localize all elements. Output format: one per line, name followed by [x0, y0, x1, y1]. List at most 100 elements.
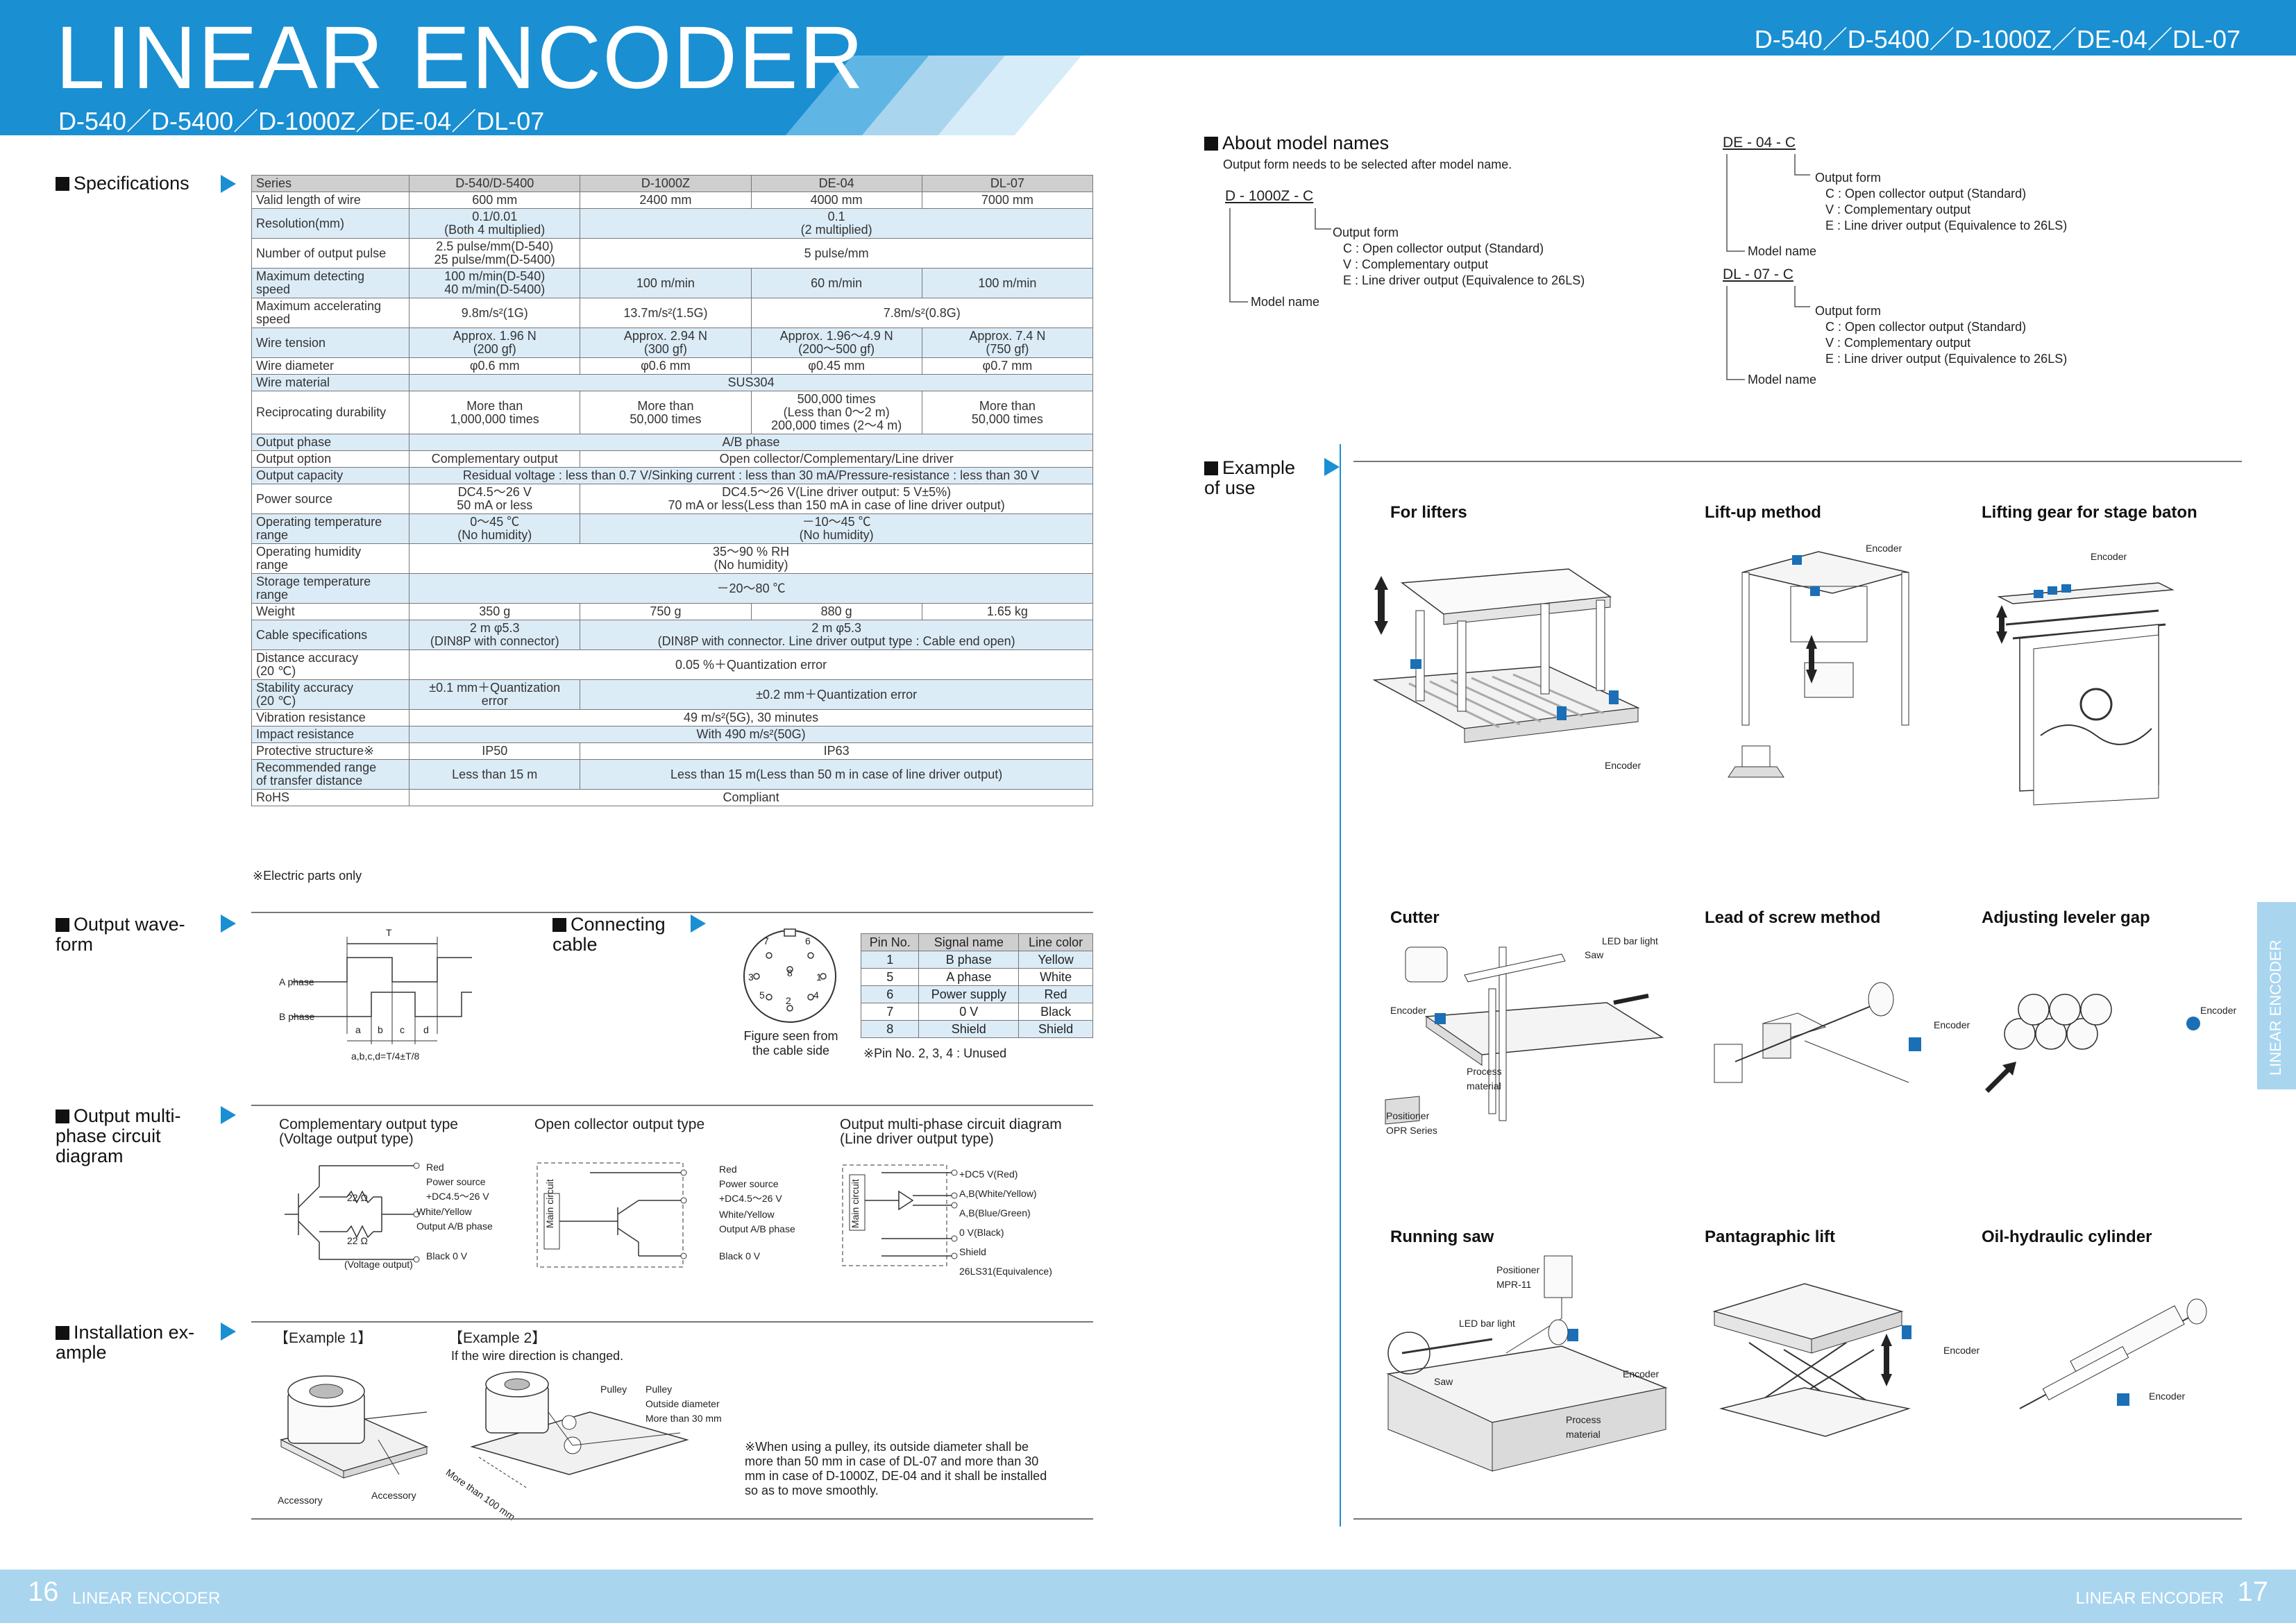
d1000z-model-name: Model name [1251, 295, 1320, 309]
table-row: Output option Complementary output Open … [251, 450, 1093, 468]
waveform-t-label: T [386, 927, 392, 938]
oc-main-circuit-label: Main circuit [544, 1179, 555, 1228]
page-number-left: 16 [28, 1577, 59, 1607]
waveform-seg-c: c [400, 1024, 405, 1035]
waveform-b-phase: B phase [279, 1011, 315, 1022]
pin-label: 7 [763, 935, 769, 946]
encoder-label: Encoder [1390, 1005, 1427, 1016]
specifications-table: Series D-540/D-5400 D-1000Z DE-04 DL-07 … [251, 175, 1094, 806]
de04-option-e: E : Line driver output (Equivalence to 2… [1825, 219, 2068, 232]
table-row: Number of output pulse 2.5 pulse/mm(D-54… [251, 238, 1093, 269]
table-row: RoHS Compliant [251, 789, 1093, 806]
section-rule [251, 1321, 1093, 1323]
led-bar-light-label: LED bar light [1459, 1318, 1515, 1329]
accessory-label-1: Accessory [278, 1495, 323, 1506]
illustration-saw [1386, 1255, 1668, 1472]
pulley-label-1: Pulley [600, 1384, 627, 1395]
waveform-formula: a,b,c,d=T/4±T/8 [351, 1051, 420, 1062]
de04-option-c: C : Open collector output (Standard) [1825, 187, 2027, 201]
table-row: Resolution(mm) 0.1/0.01 (Both 4 multipli… [251, 208, 1093, 239]
table-row: Protective structure※ IP50 IP63 [251, 742, 1093, 760]
table-row: Output phase A/B phase [251, 434, 1093, 451]
comp-r1-label: 22 Ω [347, 1192, 368, 1203]
table-row: Power source DC4.5～26 V 50 mA or less DC… [251, 484, 1093, 514]
table-row: Maximum detecting speed 100 m/min(D-540)… [251, 268, 1094, 298]
pin-unused-note: ※Pin No. 2, 3, 4 : Unused [863, 1046, 1007, 1060]
section-arrow [691, 915, 706, 933]
oc-wy-label: White/Yellow Output A/B phase [719, 1209, 795, 1234]
dl07-output-form: Output form [1815, 304, 1882, 318]
pin-label: 2 [786, 995, 791, 1006]
section-rule [251, 1105, 1093, 1106]
table-row: Recommended range of transfer distance L… [251, 759, 1093, 790]
illustration-stage [1996, 582, 2175, 806]
pin-label: 1 [816, 971, 822, 983]
section-about-model-names: About model names [1204, 133, 1389, 153]
illustration-leveler [1985, 994, 2200, 1093]
comp-black-label: Black 0 V [426, 1250, 468, 1261]
header-right-band [937, 56, 2296, 135]
encoder-label: Encoder [2091, 551, 2127, 562]
model-names-note: Output form needs to be selected after m… [1223, 158, 1512, 171]
model-code-dl07: DL - 07 - C [1723, 266, 1793, 282]
section-arrow [221, 1106, 236, 1124]
ld-line-0v: 0 V(Black) [959, 1227, 1004, 1238]
example-title-oil: Oil-hydraulic cylinder [1982, 1227, 2152, 1246]
example-title-liftup: Lift-up method [1705, 503, 1821, 522]
open-collector-circuit [537, 1162, 687, 1268]
process-material-label: Process material [1467, 1066, 1502, 1091]
footer-title-right: LINEAR ENCODER [2075, 1589, 2224, 1608]
model-code-de04: DE - 04 - C [1723, 135, 1796, 151]
oc-black-label: Black 0 V [719, 1250, 761, 1261]
example-title-panto: Pantagraphic lift [1705, 1227, 1836, 1246]
page-header: LINEAR ENCODER D-540／D-5400／D-1000Z／DE-0… [0, 0, 2296, 135]
table-row: Maximum accelerating speed 9.8m/s²(1G) 1… [251, 298, 1094, 328]
page-footer: 16 LINEAR ENCODER LINEAR ENCODER 17 [0, 1570, 2296, 1623]
section-output-waveform: Output wave- form [56, 914, 185, 955]
ld-line-ab-bg: A,B(Blue/Green) [959, 1207, 1031, 1218]
encoder-label: Encoder [1605, 760, 1641, 771]
circuit-oc-title: Open collector output type [534, 1116, 705, 1132]
table-row: Operating temperature range 0～45 ℃ (No h… [251, 513, 1093, 544]
illustration-oil [2019, 1298, 2207, 1409]
table-row: Stability accuracy (20 ℃) ±0.1 mm＋Quanti… [251, 679, 1093, 710]
comp-voltage-label: (Voltage output) [344, 1259, 413, 1270]
de04-option-v: V : Complementary output [1825, 203, 1971, 216]
waveform-diagram [292, 937, 472, 1044]
ld-ic-label: 26LS31(Equivalence) [959, 1266, 1052, 1277]
din-connector-figure [743, 928, 836, 1023]
positioner-mpr-label: Positioner MPR-11 [1496, 1264, 1540, 1290]
install-example-2-sub: If the wire direction is changed. [451, 1349, 624, 1363]
section-specifications: Specifications [56, 173, 189, 194]
spec-note: ※Electric parts only [253, 869, 362, 883]
dl07-model-name: Model name [1748, 373, 1817, 386]
illustration-liftup [1728, 551, 1909, 778]
waveform-a-phase: A phase [279, 976, 314, 987]
encoder-label: Encoder [2149, 1391, 2186, 1402]
page-subtitle: D-540／D-5400／D-1000Z／DE-04／DL-07 [58, 107, 545, 135]
comp-r2-label: 22 Ω [347, 1235, 368, 1246]
encoder-label: Encoder [1934, 1019, 1970, 1030]
waveform-seg-b: b [378, 1024, 383, 1035]
table-row: Impact resistance With 490 m/s²(50G) [251, 726, 1093, 743]
ld-line-dc5v: +DC5 V(Red) [959, 1169, 1018, 1180]
pin-label: 8 [787, 967, 793, 978]
comp-red-label: Red Power source +DC4.5～26 V [426, 1162, 489, 1202]
section-connecting-cable: Connecting cable [552, 914, 666, 955]
section-installation: Installation ex- ample [56, 1322, 195, 1363]
saw-label: Saw [1434, 1376, 1453, 1387]
install-example-1-figure [279, 1375, 429, 1479]
d1000z-option-e: E : Line driver output (Equivalence to 2… [1343, 273, 1585, 287]
footer-title-left: LINEAR ENCODER [72, 1589, 221, 1608]
example-title-leveler: Adjusting leveler gap [1982, 908, 2150, 927]
example-divider [1340, 444, 1341, 1527]
circuit-comp-title: Complementary output type (Voltage outpu… [279, 1116, 458, 1147]
de04-model-name: Model name [1748, 244, 1817, 258]
comp-wy-label: White/Yellow Output A/B phase [416, 1206, 493, 1232]
section-example-of-use: Example of use [1204, 457, 1296, 498]
model-bracket-d1000z [1229, 208, 1331, 303]
ld-line-ab-wy: A,B(White/Yellow) [959, 1188, 1037, 1199]
